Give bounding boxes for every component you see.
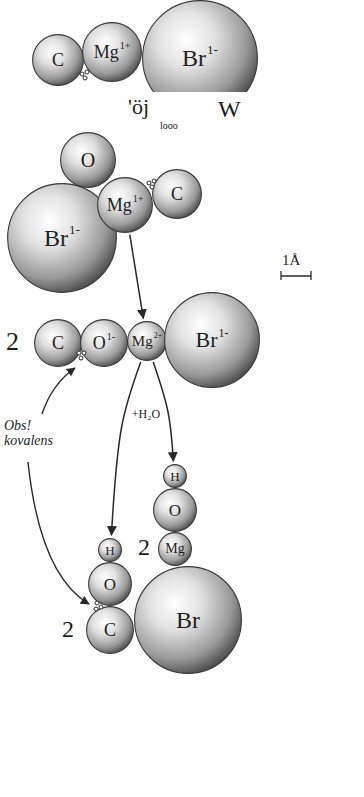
atom-symbol: O [93,334,106,352]
atom-sphere: C [152,169,202,219]
atom-sphere: O [153,488,197,532]
atom-sphere: O [88,562,132,606]
atom-sphere: H [98,538,122,562]
ion-charge: 1- [69,223,80,236]
ion-charge: 1+ [133,194,144,204]
atom-symbol: C [52,51,64,69]
atom-symbol: Br [176,608,200,632]
atom-symbol: H [105,544,114,557]
atom-symbol: Mg [107,196,132,214]
atom-sphere: Mg2+ [127,321,167,361]
atom-sphere: Mg1+ [97,177,153,233]
atom-symbol: C [171,185,183,203]
ion-charge: 1- [207,43,218,56]
electron-pair [147,179,156,189]
pointer-arrow [42,368,75,414]
atom-symbol: Mg [165,542,184,556]
atom-symbol: O [81,150,95,170]
reagent-label: +H₂O [131,408,161,421]
atom-sphere: C [34,319,82,367]
atom-sphere: Br1- [164,292,260,388]
atom-symbol: C [104,621,116,639]
atom-symbol: Br [196,329,218,351]
electron-pair [80,70,89,80]
stray-text: looo [160,120,178,131]
atom-sphere: H [163,464,187,488]
atom-sphere: C [86,606,134,654]
reaction-arrow [111,362,140,535]
atom-sphere: Br [134,566,242,674]
atom-symbol: Br [182,46,206,70]
coefficient: 2 [6,328,19,357]
coefficient: 2 [138,534,150,560]
atom-sphere: C [32,34,84,86]
pointer-arrow [28,462,89,604]
pasted-patch [118,92,258,134]
atom-symbol: Br [44,226,68,250]
electron-pair [77,351,86,360]
atom-symbol: H [170,470,179,483]
stray-text: W [218,96,241,122]
scale-bar [281,271,311,280]
ion-charge: 1- [107,332,115,342]
atom-symbol: Mg [132,334,153,349]
ion-charge: 2+ [154,332,163,340]
atom-sphere: Mg [158,532,192,566]
stray-text: 'öj [128,95,149,119]
atom-symbol: C [52,334,64,352]
ion-charge: 1- [219,327,229,339]
ion-charge: 1+ [120,41,131,51]
atom-symbol: O [169,502,181,519]
coefficient: 2 [62,616,74,642]
atom-sphere: Mg1+ [82,22,142,82]
atom-symbol: O [104,576,116,593]
note: Obs! kovalens [4,418,70,449]
scale-label: 1Å [282,252,300,269]
atom-sphere: O1- [80,319,128,367]
electron-pair [94,601,103,611]
atom-sphere: O [60,132,116,188]
reaction-arrow [130,235,144,319]
atom-symbol: Mg [94,43,119,61]
